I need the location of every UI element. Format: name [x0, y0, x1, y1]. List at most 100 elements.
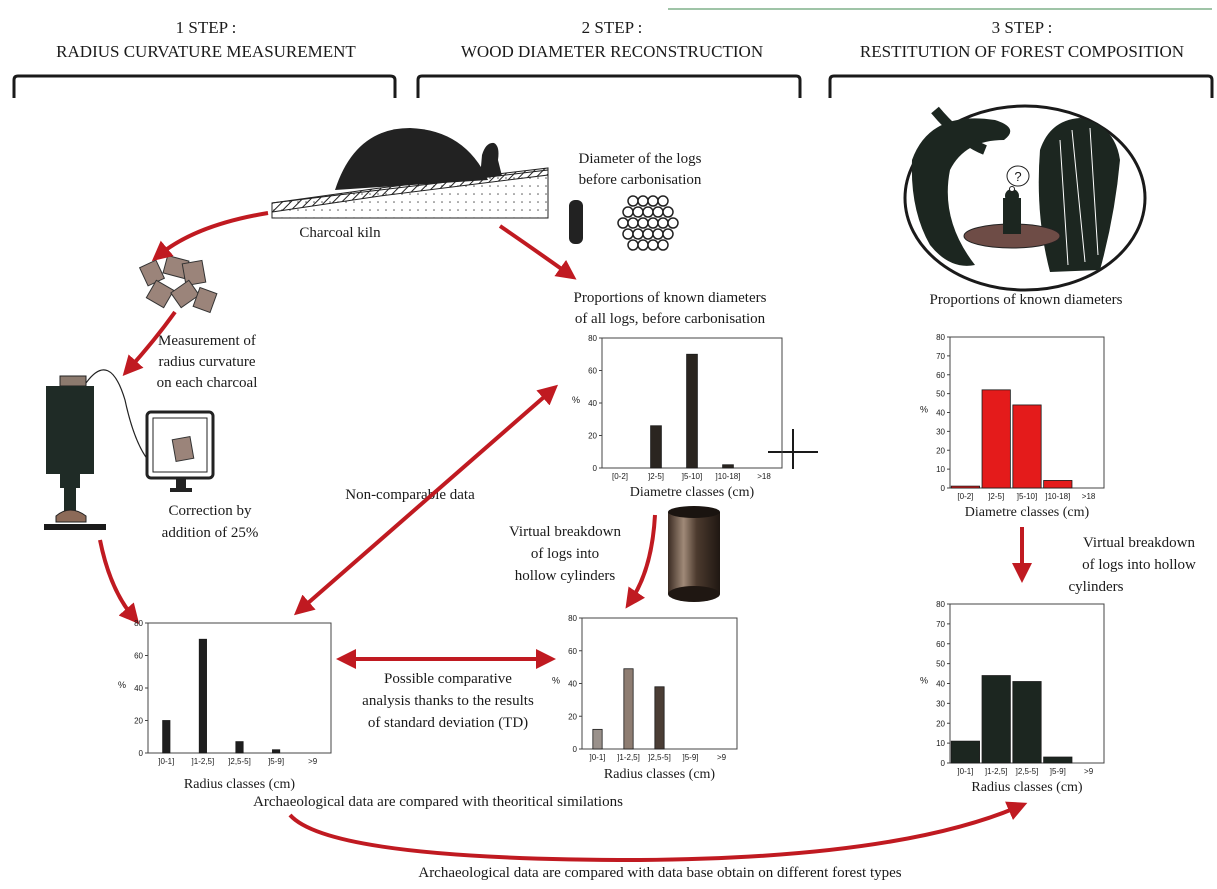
proportions-all-label-1: Proportions of known diameters — [574, 290, 767, 306]
hollow-cylinder-icon — [668, 506, 720, 602]
log-circle — [667, 217, 679, 229]
x-tick-label: ]2,5-5] — [648, 753, 671, 762]
y-tick-label: 30 — [936, 427, 945, 436]
step2-bracket — [416, 74, 802, 98]
x-axis-label: Diametre classes (cm) — [965, 505, 1090, 520]
x-tick-label: ]0-1] — [158, 757, 174, 766]
x-tick-label: >9 — [717, 753, 727, 762]
log-circle — [622, 206, 634, 218]
y-tick-label: 0 — [593, 464, 598, 473]
plus-sign — [768, 429, 818, 469]
chart-theoretical-radius: 020406080%]0-1]]1-2,5]]2,5-5]]5-9]>9Radi… — [552, 614, 738, 782]
virtual-mid-label-2: of logs into — [531, 546, 599, 562]
y-tick-label: 60 — [568, 647, 577, 656]
chart-archaeological-radius: 020406080%]0-1]]1-2,5]]2,5-5]]5-9]>9Radi… — [118, 619, 332, 792]
measurement-label-1: Measurement of — [158, 333, 256, 349]
y-tick-label: 80 — [936, 333, 945, 342]
log-circle — [622, 228, 634, 240]
log-circle — [637, 217, 649, 229]
y-tick-label: 40 — [936, 409, 945, 418]
log-circle — [657, 195, 669, 207]
log-circle — [652, 228, 664, 240]
y-tick-label: 60 — [588, 367, 597, 376]
chart-forest-radius: 01020304050607080%]0-1]]1-2,5]]2,5-5]]5-… — [920, 600, 1105, 795]
virtual-right-label-2: of logs into hollow — [1082, 557, 1196, 573]
chart-known-diameters-all-logs: 020406080%[0-2]]2-5]]5-10]]10-18]>18Diam… — [572, 334, 783, 500]
correction-label-2: addition of 25% — [162, 525, 259, 541]
correction-label-1: Correction by — [169, 503, 252, 519]
archaeo-theory-label: Archaeological data are compared with th… — [253, 794, 623, 810]
arrow-fragments-to-microscope — [122, 310, 177, 376]
log-circle — [632, 228, 644, 240]
y-tick-label: 30 — [936, 699, 945, 708]
proportions-all-label-2: of all logs, before carbonisation — [575, 311, 766, 327]
x-tick-label: ]5-10] — [1017, 492, 1037, 501]
measurement-label-2: radius curvature — [158, 354, 255, 370]
bar — [272, 749, 281, 754]
log-circle — [657, 239, 669, 251]
x-tick-label: ]1-2,5] — [985, 767, 1008, 776]
y-tick-label: 70 — [936, 352, 945, 361]
log-circle — [647, 217, 659, 229]
y-tick-label: 60 — [936, 371, 945, 380]
arrow-virtual-mid — [625, 514, 657, 609]
log-circle — [627, 195, 639, 207]
bar — [198, 638, 207, 754]
bar — [1043, 756, 1073, 764]
arrow-kiln-to-proportions — [498, 224, 577, 280]
virtual-mid-label-1: Virtual breakdown — [509, 524, 621, 540]
y-tick-label: 20 — [936, 719, 945, 728]
bar — [592, 728, 603, 750]
log-circle — [632, 206, 644, 218]
virtual-right-label-3: cylinders — [1069, 579, 1124, 595]
x-tick-label: ]10-18] — [1045, 492, 1070, 501]
y-tick-label: 20 — [134, 717, 143, 726]
y-tick-label: 40 — [588, 399, 597, 408]
y-tick-label: 10 — [936, 739, 945, 748]
bar — [950, 740, 980, 764]
chart-frame — [147, 622, 332, 754]
log-circle — [652, 206, 664, 218]
x-tick-label: ]5-10] — [682, 472, 702, 481]
y-tick-label: 80 — [134, 619, 143, 628]
y-tick-label: 60 — [936, 640, 945, 649]
x-tick-label: ]2,5-5] — [1016, 767, 1039, 776]
log-circle — [617, 217, 629, 229]
bar — [235, 741, 244, 754]
step3-title: RESTITUTION OF FOREST COMPOSITION — [860, 42, 1184, 61]
y-tick-label: 20 — [936, 446, 945, 455]
x-tick-label: ]1-2,5] — [617, 753, 640, 762]
x-tick-label: ]0-1] — [589, 753, 605, 762]
x-axis-label: Radius classes (cm) — [971, 780, 1083, 795]
virtual-right-label-1: Virtual breakdown — [1083, 535, 1195, 551]
proportions-forest-label: Proportions of known diameters — [930, 292, 1123, 308]
microscope-icon — [44, 369, 171, 530]
x-axis-label: Radius classes (cm) — [604, 767, 716, 782]
charcoal-fragments-icon — [138, 254, 218, 314]
x-tick-label: ]5-9] — [268, 757, 284, 766]
bar — [650, 425, 662, 469]
log-pile-icon — [617, 195, 679, 251]
log-circle — [642, 228, 654, 240]
comparative-label-2: analysis thanks to the results — [362, 693, 534, 709]
chart-forest-diameters: 01020304050607080%[0-2]]2-5]]5-10]]10-18… — [920, 333, 1105, 520]
log-circle — [662, 228, 674, 240]
x-tick-label: [0-2] — [612, 472, 628, 481]
x-tick-label: ]2,5-5] — [228, 757, 251, 766]
logs-diameter-label-2: before carbonisation — [579, 172, 702, 188]
y-tick-label: 0 — [941, 759, 946, 768]
flow-arrows — [98, 211, 1032, 863]
arrow-kiln-to-fragments — [151, 211, 269, 262]
log-circle — [637, 239, 649, 251]
y-tick-label: 60 — [134, 652, 143, 661]
y-tick-label: 10 — [936, 465, 945, 474]
y-axis-label: % — [118, 680, 126, 690]
step1-bracket — [12, 74, 397, 98]
x-tick-label: ]2-5] — [988, 492, 1004, 501]
log-circle — [662, 206, 674, 218]
arrow-microscope-to-chart — [98, 539, 140, 625]
log-circle — [647, 239, 659, 251]
step3-number: 3 STEP : — [992, 18, 1053, 37]
